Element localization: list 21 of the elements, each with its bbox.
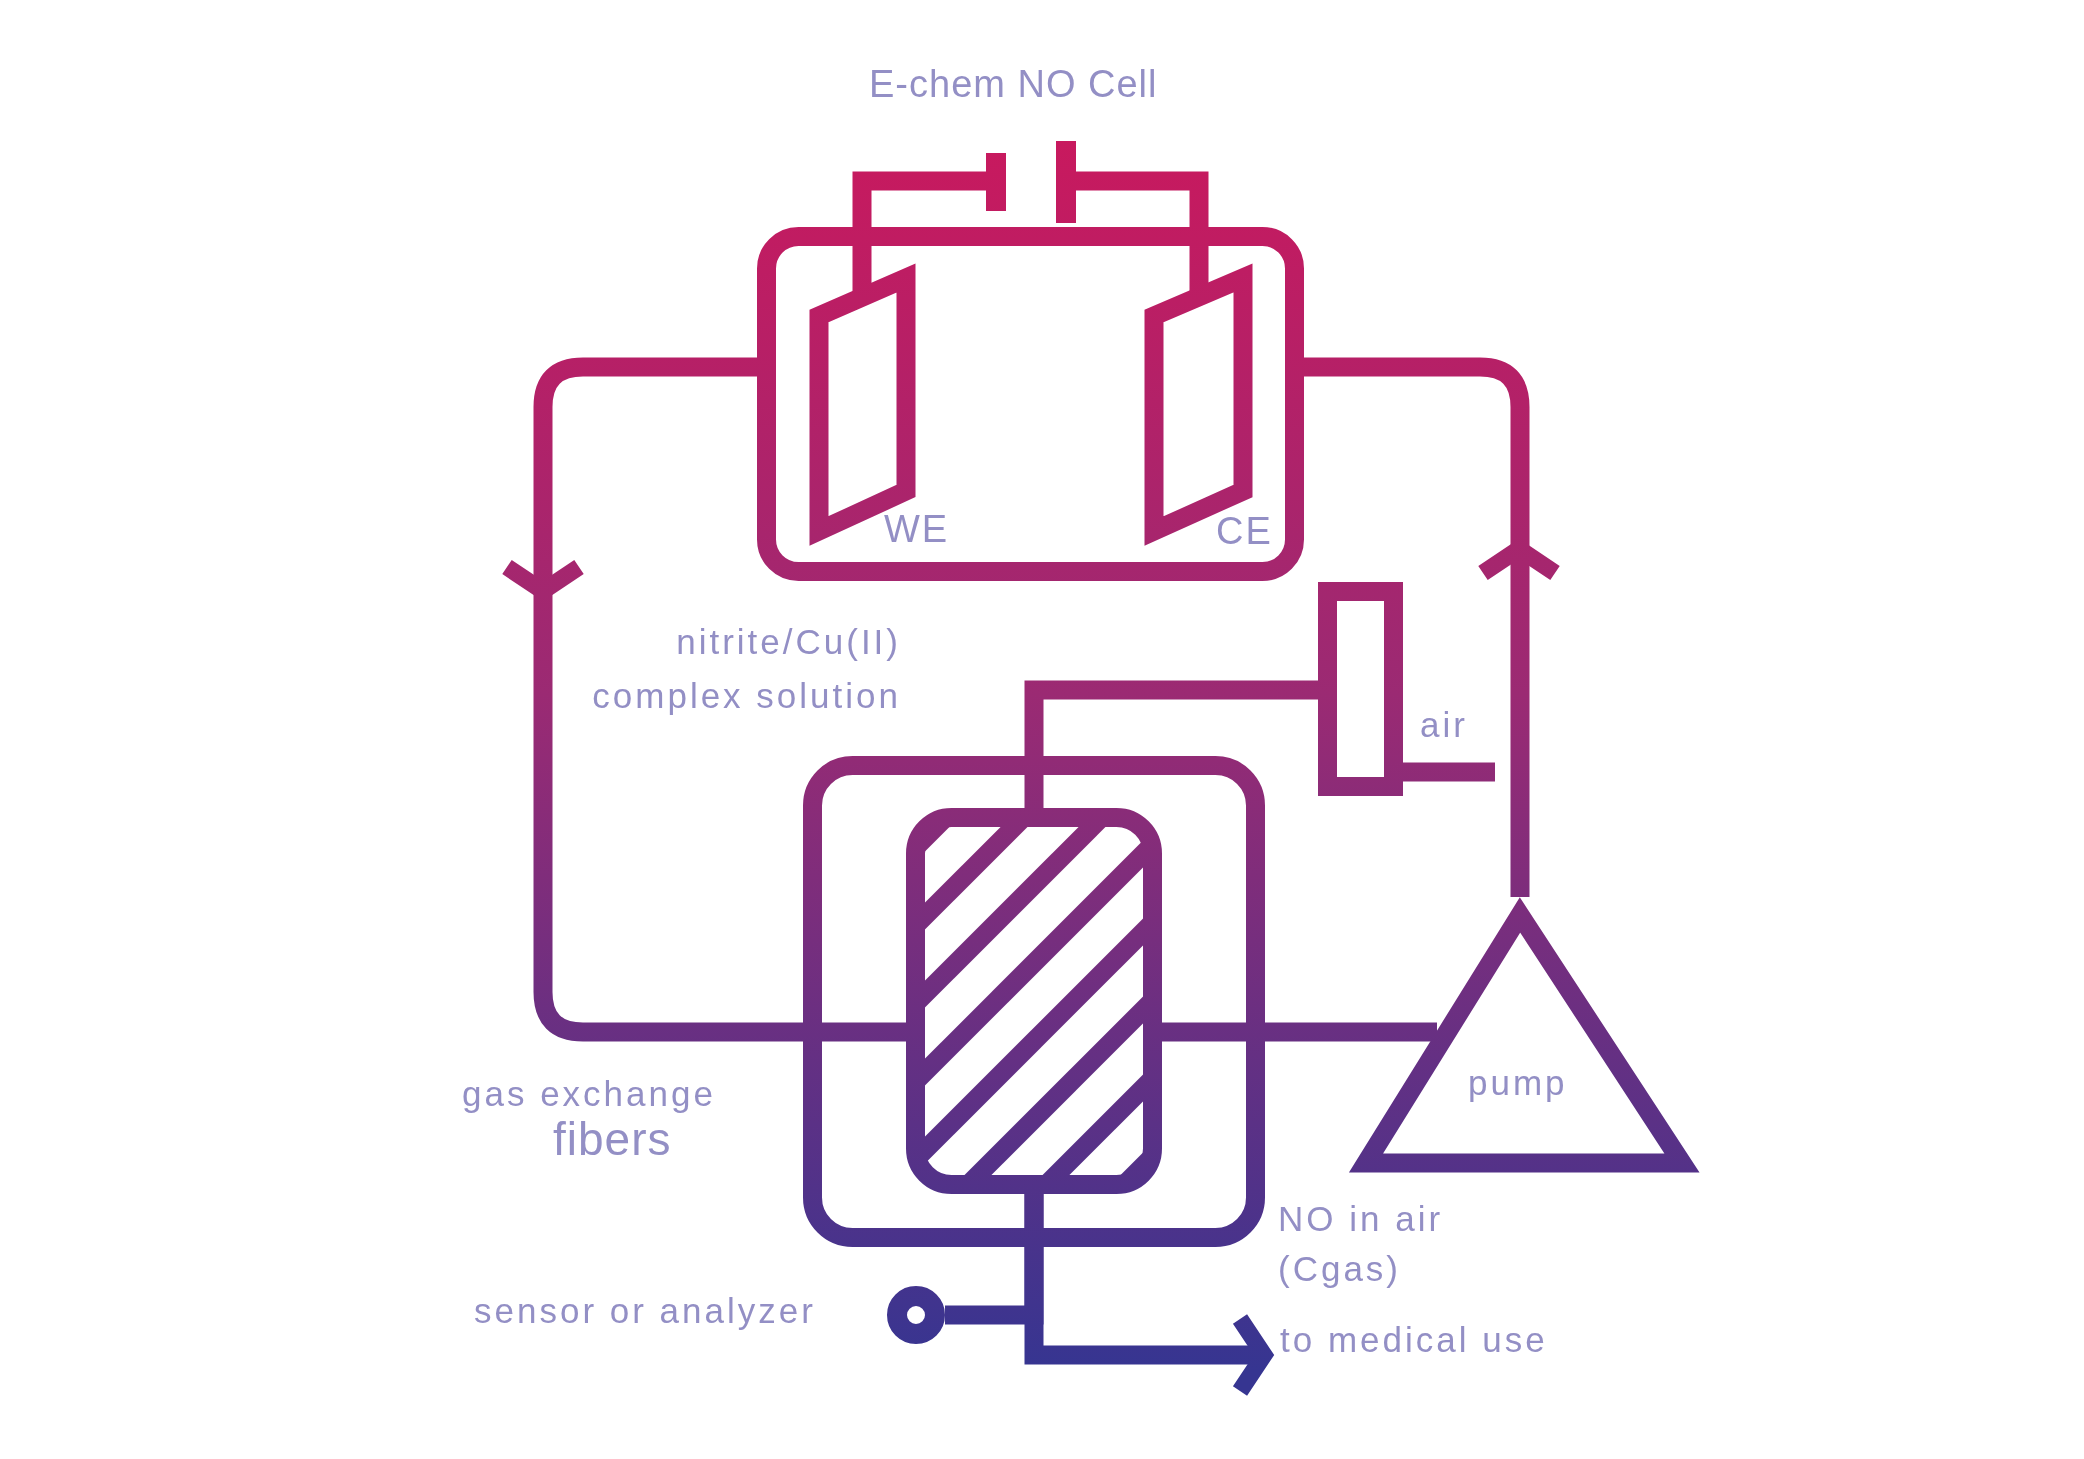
part-label: E-chem NO Cell — [869, 62, 1158, 106]
electrode-label: CE — [1216, 509, 1273, 553]
connector-line — [1024, 680, 1318, 808]
electrochemical-cell — [757, 227, 1304, 581]
fiber-bundle — [906, 808, 1162, 1194]
annotation: nitrite/Cu(II) complex solution — [591, 621, 901, 717]
battery-symbol — [986, 141, 1076, 223]
electrode-label: WE — [884, 507, 950, 551]
edge-label: air — [1420, 705, 1468, 745]
node-caption: gas exchange — [462, 1074, 716, 1114]
node-label: pump — [1468, 1063, 1568, 1103]
edge-label: to medical use — [1280, 1320, 1548, 1360]
arrow — [1024, 1194, 1275, 1396]
connector-line — [1403, 762, 1495, 782]
annotation: NO in air (Cgas) — [1278, 1198, 1445, 1290]
node-caption: fibers — [553, 1113, 672, 1166]
air-inlet-box — [1318, 582, 1403, 796]
connector-line — [1265, 1022, 1437, 1042]
gas-exchange-module — [803, 756, 1265, 1247]
node-caption: sensor or analyzer — [474, 1291, 816, 1331]
sensor-symbol — [887, 1286, 945, 1344]
